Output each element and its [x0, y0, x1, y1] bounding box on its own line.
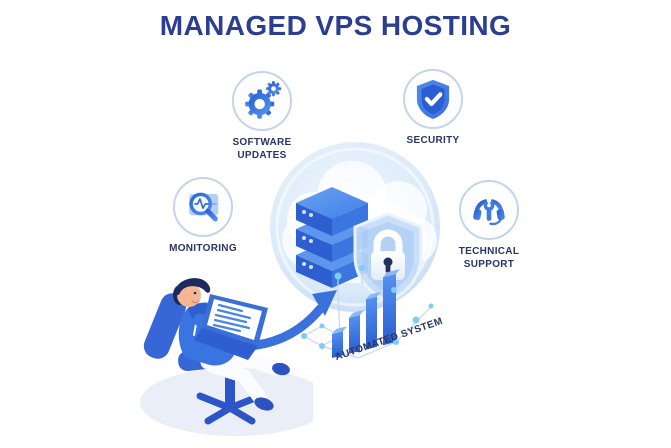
- feature-technical-support: TECHNICAL SUPPORT: [441, 180, 537, 271]
- shield-check-icon: [403, 69, 463, 129]
- feature-label-technical-support: TECHNICAL SUPPORT: [458, 246, 520, 270]
- shield-lock-icon: [353, 212, 423, 316]
- feature-label-software-updates: SOFTWARE UPDATES: [232, 137, 292, 161]
- monitoring-magnifier-icon: [173, 177, 233, 237]
- feature-label-monitoring: MONITORING: [169, 243, 237, 254]
- server-stack-icon: [296, 187, 368, 288]
- headset-wrench-icon: [459, 180, 519, 240]
- circuit-nodes: [301, 265, 434, 349]
- feature-label-security: SECURITY: [406, 135, 460, 146]
- feature-monitoring: MONITORING: [155, 177, 251, 255]
- gear-icon: [232, 71, 292, 131]
- feature-security: SECURITY: [385, 69, 481, 147]
- laptop-icon: [194, 294, 268, 360]
- bar-chart-illustration: [301, 265, 434, 359]
- bar-chart-icon: [332, 269, 400, 358]
- page-title: MANAGED VPS HOSTING: [159, 10, 512, 41]
- cloud-server-illustration: [270, 142, 440, 316]
- person-illustration: [140, 278, 313, 436]
- feature-software-updates: SOFTWARE UPDATES: [214, 71, 310, 162]
